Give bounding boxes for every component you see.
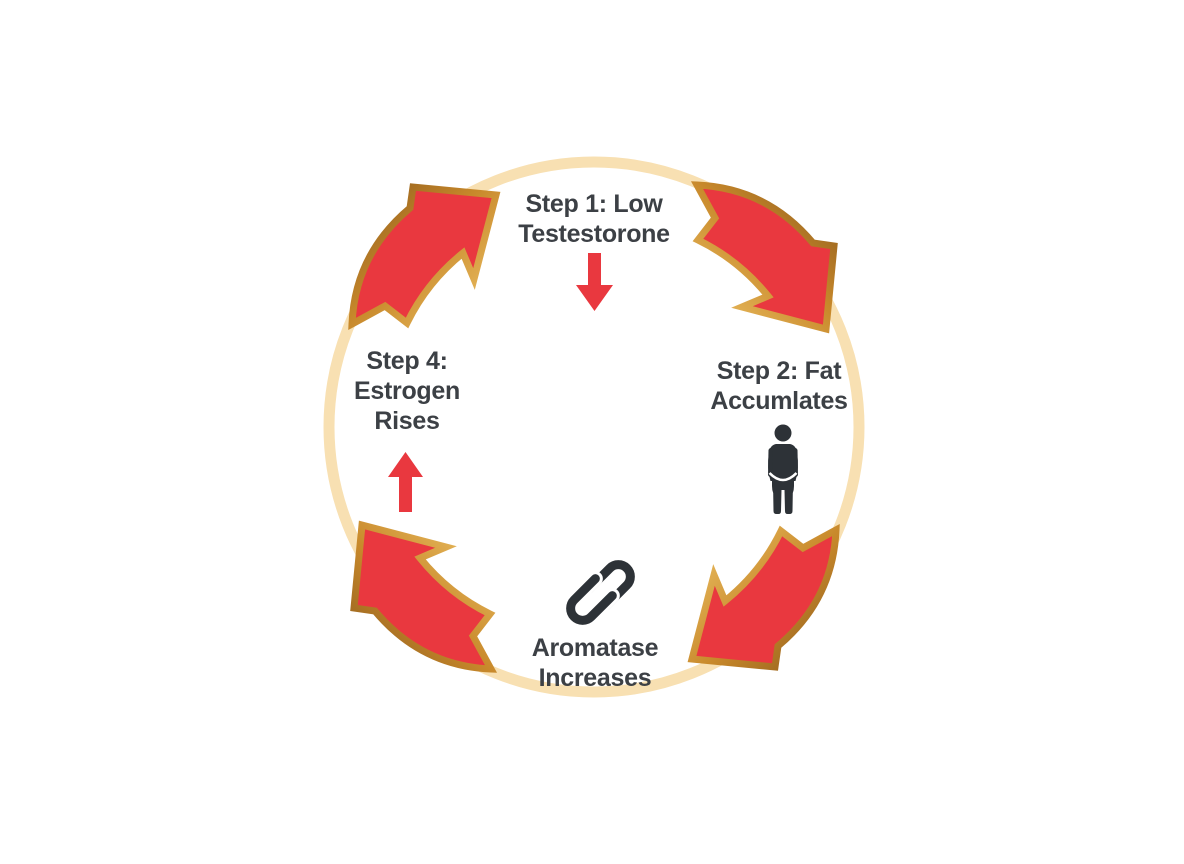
step1-label: Step 1: Low Testestorone (464, 189, 724, 249)
step4-label-line1: Step 4: (366, 347, 448, 375)
aromatase-link-icon (563, 560, 635, 628)
step3-label: Aromatase Increases (465, 633, 725, 693)
step1-label-line2: Testestorone (518, 220, 670, 248)
down-arrow-icon (576, 253, 613, 311)
fat-body-icon (768, 424, 798, 514)
step3-label-line1: Aromatase (531, 634, 659, 662)
step2-label: Step 2: Fat Accumlates (649, 356, 909, 416)
up-arrow-icon (388, 452, 423, 512)
step4-label: Step 4: Estrogen Rises (277, 346, 537, 436)
step2-label-line2: Accumlates (710, 387, 848, 415)
step3-label-line2: Increases (538, 664, 652, 692)
step1-label-line1: Step 1: Low (525, 190, 663, 218)
step2-label-line1: Step 2: Fat (716, 357, 842, 385)
step4-label-line2: Estrogen (354, 377, 460, 405)
cycle-ring (323, 156, 865, 698)
step4-label-line3: Rises (374, 407, 440, 435)
